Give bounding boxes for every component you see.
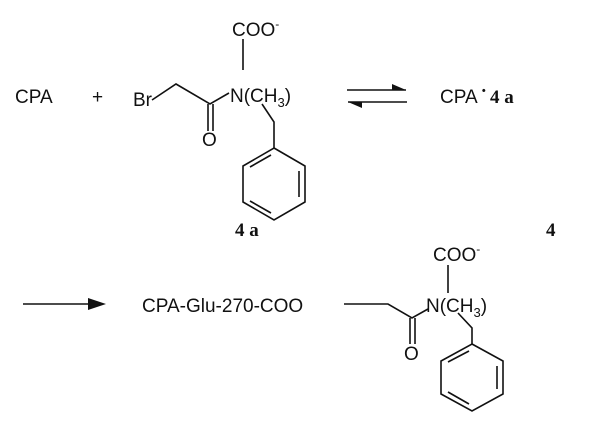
carboxylate-label: COO-	[232, 17, 279, 41]
bromine-label: Br	[133, 90, 153, 111]
methylamine-label: N(CH3)	[230, 86, 291, 110]
product-bonds	[344, 265, 504, 412]
plus-sign: +	[92, 87, 103, 108]
carbonyl-oxygen: O	[202, 130, 217, 151]
product-methylamine-label: N(CH3)	[426, 296, 487, 320]
enzyme-cpa: CPA	[15, 87, 53, 108]
product-carboxylate-label: COO-	[433, 242, 480, 266]
compound-label-4a: 4 a	[235, 220, 259, 241]
product-carbonyl-oxygen: O	[404, 344, 419, 365]
equilibrium-arrows	[347, 84, 407, 108]
reagent-4a-bonds	[151, 39, 306, 221]
enzyme-complex: CPA·4 a	[440, 81, 514, 108]
scheme-number: 4	[546, 220, 556, 241]
reaction-arrow	[23, 298, 106, 310]
product-enzyme-ester: CPA-Glu-270-COO	[142, 296, 303, 317]
